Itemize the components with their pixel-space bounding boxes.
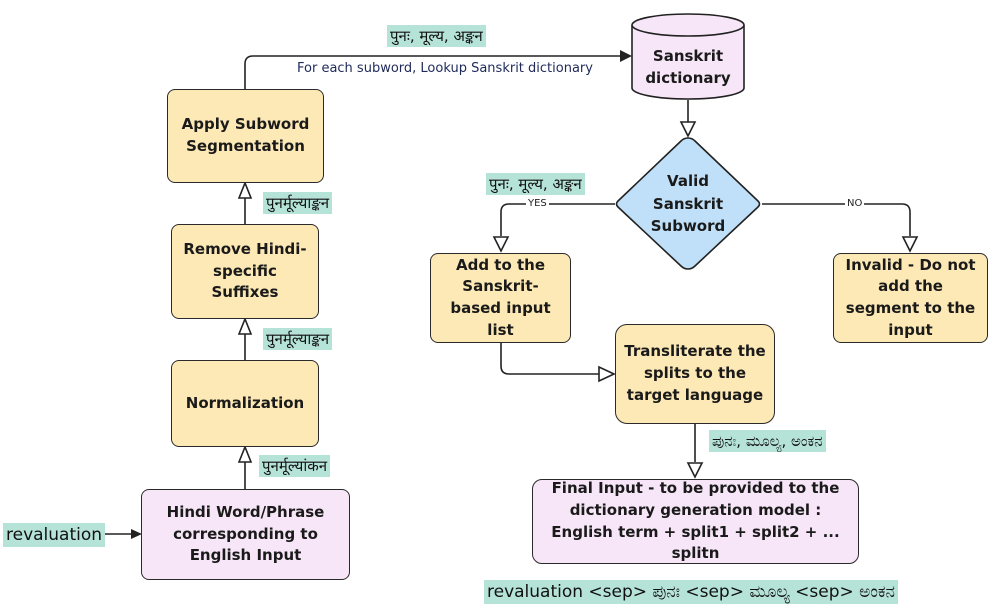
arrowhead-hollow (901, 236, 919, 253)
apply-subword-segmentation-node: Apply Subword Segmentation (167, 89, 324, 183)
arrowhead-hollow (237, 316, 253, 335)
valid-sanskrit-subword-text: Valid Sanskrit Subword (650, 172, 726, 236)
top-segments-label: पुनः, मूल्य, अङ्कन (387, 25, 486, 47)
final-output-label: revaluation <sep> ಪುನಃ <sep> ಮೂಲ್ಯ <sep>… (484, 580, 898, 604)
arrowhead-hollow (492, 236, 510, 253)
final-input-node: Final Input - to be provided to the dict… (532, 479, 859, 564)
yes-edge-label: YES (526, 198, 549, 210)
apply-subword-segmentation-text: Apply Subword Segmentation (181, 115, 310, 155)
remove-hindi-suffixes-node: Remove Hindi-specific Suffixes (171, 224, 319, 319)
hindi-word-node: Hindi Word/Phrase corresponding to Engli… (141, 489, 350, 580)
final-input-text: Final Input - to be provided to the dict… (551, 479, 840, 563)
add-to-input-list-node: Add to the Sanskrit-based input list (430, 253, 571, 343)
yes-segments-label: पुनः, मूल्य, अङ्कन (486, 173, 585, 195)
invalid-segment-text: Invalid - Do not add the segment to the … (845, 255, 976, 339)
remove-hindi-suffixes-text: Remove Hindi-specific Suffixes (183, 239, 307, 302)
sanskrit-dictionary-label: Sanskrit dictionary (632, 40, 744, 94)
edge-apply-to-dictionary (244, 55, 621, 89)
arrowhead-hollow (686, 462, 704, 479)
arrowhead-hollow (679, 121, 697, 138)
edge-add-to-transliterate (500, 343, 599, 375)
after-normalization-label: पुनर्मूल्याङ्कन (263, 328, 333, 350)
edge-valid-yes (500, 203, 615, 236)
valid-sanskrit-subword-label: Valid Sanskrit Subword (640, 162, 736, 246)
database-cylinder (631, 13, 745, 100)
invalid-segment-node: Invalid - Do not add the segment to the … (833, 253, 988, 343)
transliterate-text: Transliterate the splits to the target l… (624, 342, 766, 404)
sanskrit-dictionary-text: Sanskrit dictionary (645, 46, 731, 88)
after-remove-label: पुनर्मूल्याङ्कन (263, 192, 333, 214)
transliterate-node: Transliterate the splits to the target l… (615, 324, 775, 424)
normalization-text: Normalization (185, 393, 305, 412)
decision-diamond (615, 137, 761, 270)
arrowhead-hollow (237, 180, 253, 199)
arrowhead-hollow (598, 365, 616, 383)
add-to-input-list-text: Add to the Sanskrit-based input list (450, 255, 551, 339)
lookup-dictionary-text: For each subword, Lookup Sanskrit dictio… (297, 61, 593, 76)
arrowhead-filled (131, 529, 142, 539)
no-edge-label: NO (845, 198, 865, 210)
arrowhead-hollow (237, 444, 253, 463)
arrowhead-filled (620, 50, 632, 62)
input-word-label: revaluation (3, 523, 106, 547)
edge-valid-no (762, 203, 911, 236)
after-hindi-label: पुनर्मूल्यांकन (259, 455, 331, 477)
hindi-word-text: Hindi Word/Phrase corresponding to Engli… (166, 502, 325, 565)
normalization-node: Normalization (171, 360, 319, 447)
kannada-segments-label: ಪುನಃ, ಮೂಲ್ಯ, ಅಂಕನ (709, 430, 826, 452)
